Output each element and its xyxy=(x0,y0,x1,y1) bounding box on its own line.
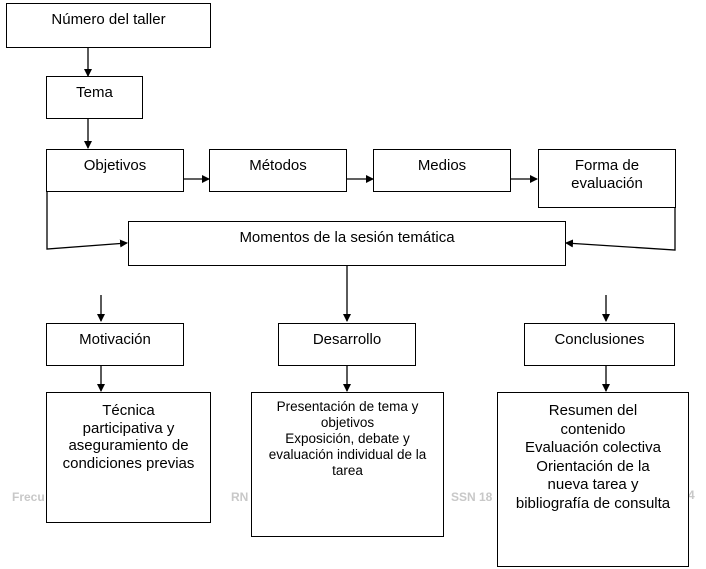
watermark-mid: RN xyxy=(231,490,249,504)
box-resumen-contenido: Resumen del contenido Evaluación colecti… xyxy=(497,392,689,567)
box-conclusiones: Conclusiones xyxy=(524,323,675,366)
box-motivacion: Motivación xyxy=(46,323,184,366)
watermark-far: 4 xyxy=(688,488,695,502)
box-numero-taller: Número del taller xyxy=(6,3,211,48)
box-desarrollo: Desarrollo xyxy=(278,323,416,366)
box-objetivos: Objetivos xyxy=(46,149,184,192)
box-metodos: Métodos xyxy=(209,149,347,192)
watermark-left: Frecu xyxy=(12,490,45,504)
box-momentos-sesion: Momentos de la sesión temática xyxy=(128,221,566,266)
box-tecnica-participativa: Técnica participativa y aseguramiento de… xyxy=(46,392,211,523)
box-presentacion-tema: Presentación de tema y objetivos Exposic… xyxy=(251,392,444,537)
box-forma-evaluacion: Forma de evaluación xyxy=(538,149,676,208)
arrow-objetivos-momentos xyxy=(46,192,128,250)
watermark-right: SSN 18 xyxy=(451,490,493,504)
box-tema: Tema xyxy=(46,76,143,119)
arrow-forma-momentos xyxy=(565,208,676,251)
box-medios: Medios xyxy=(373,149,511,192)
